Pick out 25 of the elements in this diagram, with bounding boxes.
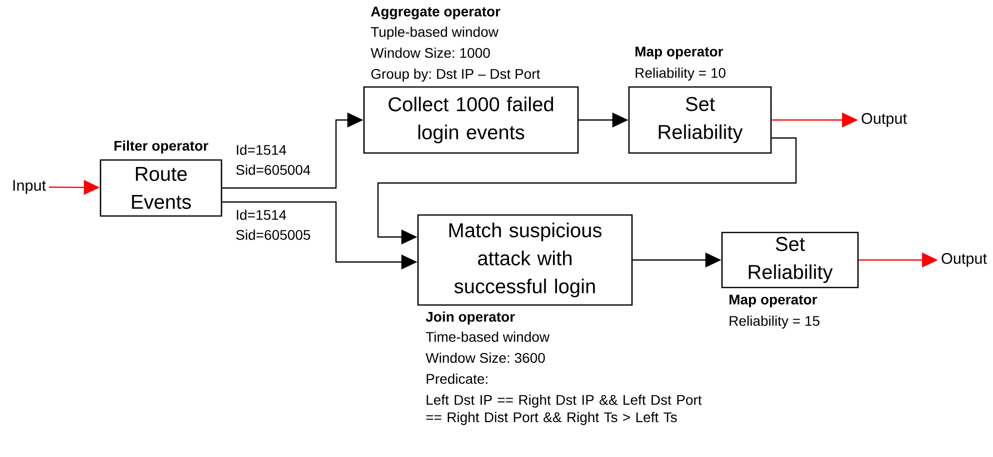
io-label: Input [13, 180, 46, 194]
edge-label: Id=1514 Sid=605004 [236, 144, 310, 175]
operator-note: Predicate: [426, 374, 488, 384]
operator-heading: Map operator [636, 46, 724, 60]
operator-note: Window Size: 1000 [370, 48, 490, 58]
io-label: Output [862, 113, 907, 127]
operator-note: Tuple-based window [370, 26, 498, 40]
operator-note: Reliability = 10 [636, 68, 726, 81]
process-box: Collect 1000 failed login events [363, 86, 579, 154]
operator-note: Reliability = 15 [730, 316, 820, 329]
operator-note: Group by: Dst IP – Dst Port [371, 68, 540, 82]
edge-label: Id=1514 Sid=605005 [236, 210, 310, 240]
operator-note: Window Size: 3600 [426, 352, 545, 363]
operator-heading: Aggregate operator [370, 6, 500, 20]
operator-heading: Map operator [730, 294, 818, 308]
operator-note: Left Dst IP == Right Dst IP && Left Dst Port == Right Dist Port && Right Ts > Left Ts [426, 394, 702, 425]
process-box: Match suspicious attack with successful login [417, 214, 633, 306]
process-box: Route Events [100, 159, 222, 217]
arrow [377, 137, 797, 244]
process-box: Set Reliability [628, 86, 772, 154]
io-label: Output [942, 253, 987, 267]
operator-heading: Join operator [426, 311, 515, 325]
operator-heading: Filter operator [114, 140, 208, 154]
process-box: Set Reliability [721, 232, 859, 288]
operator-note: Time-based window [426, 332, 550, 342]
